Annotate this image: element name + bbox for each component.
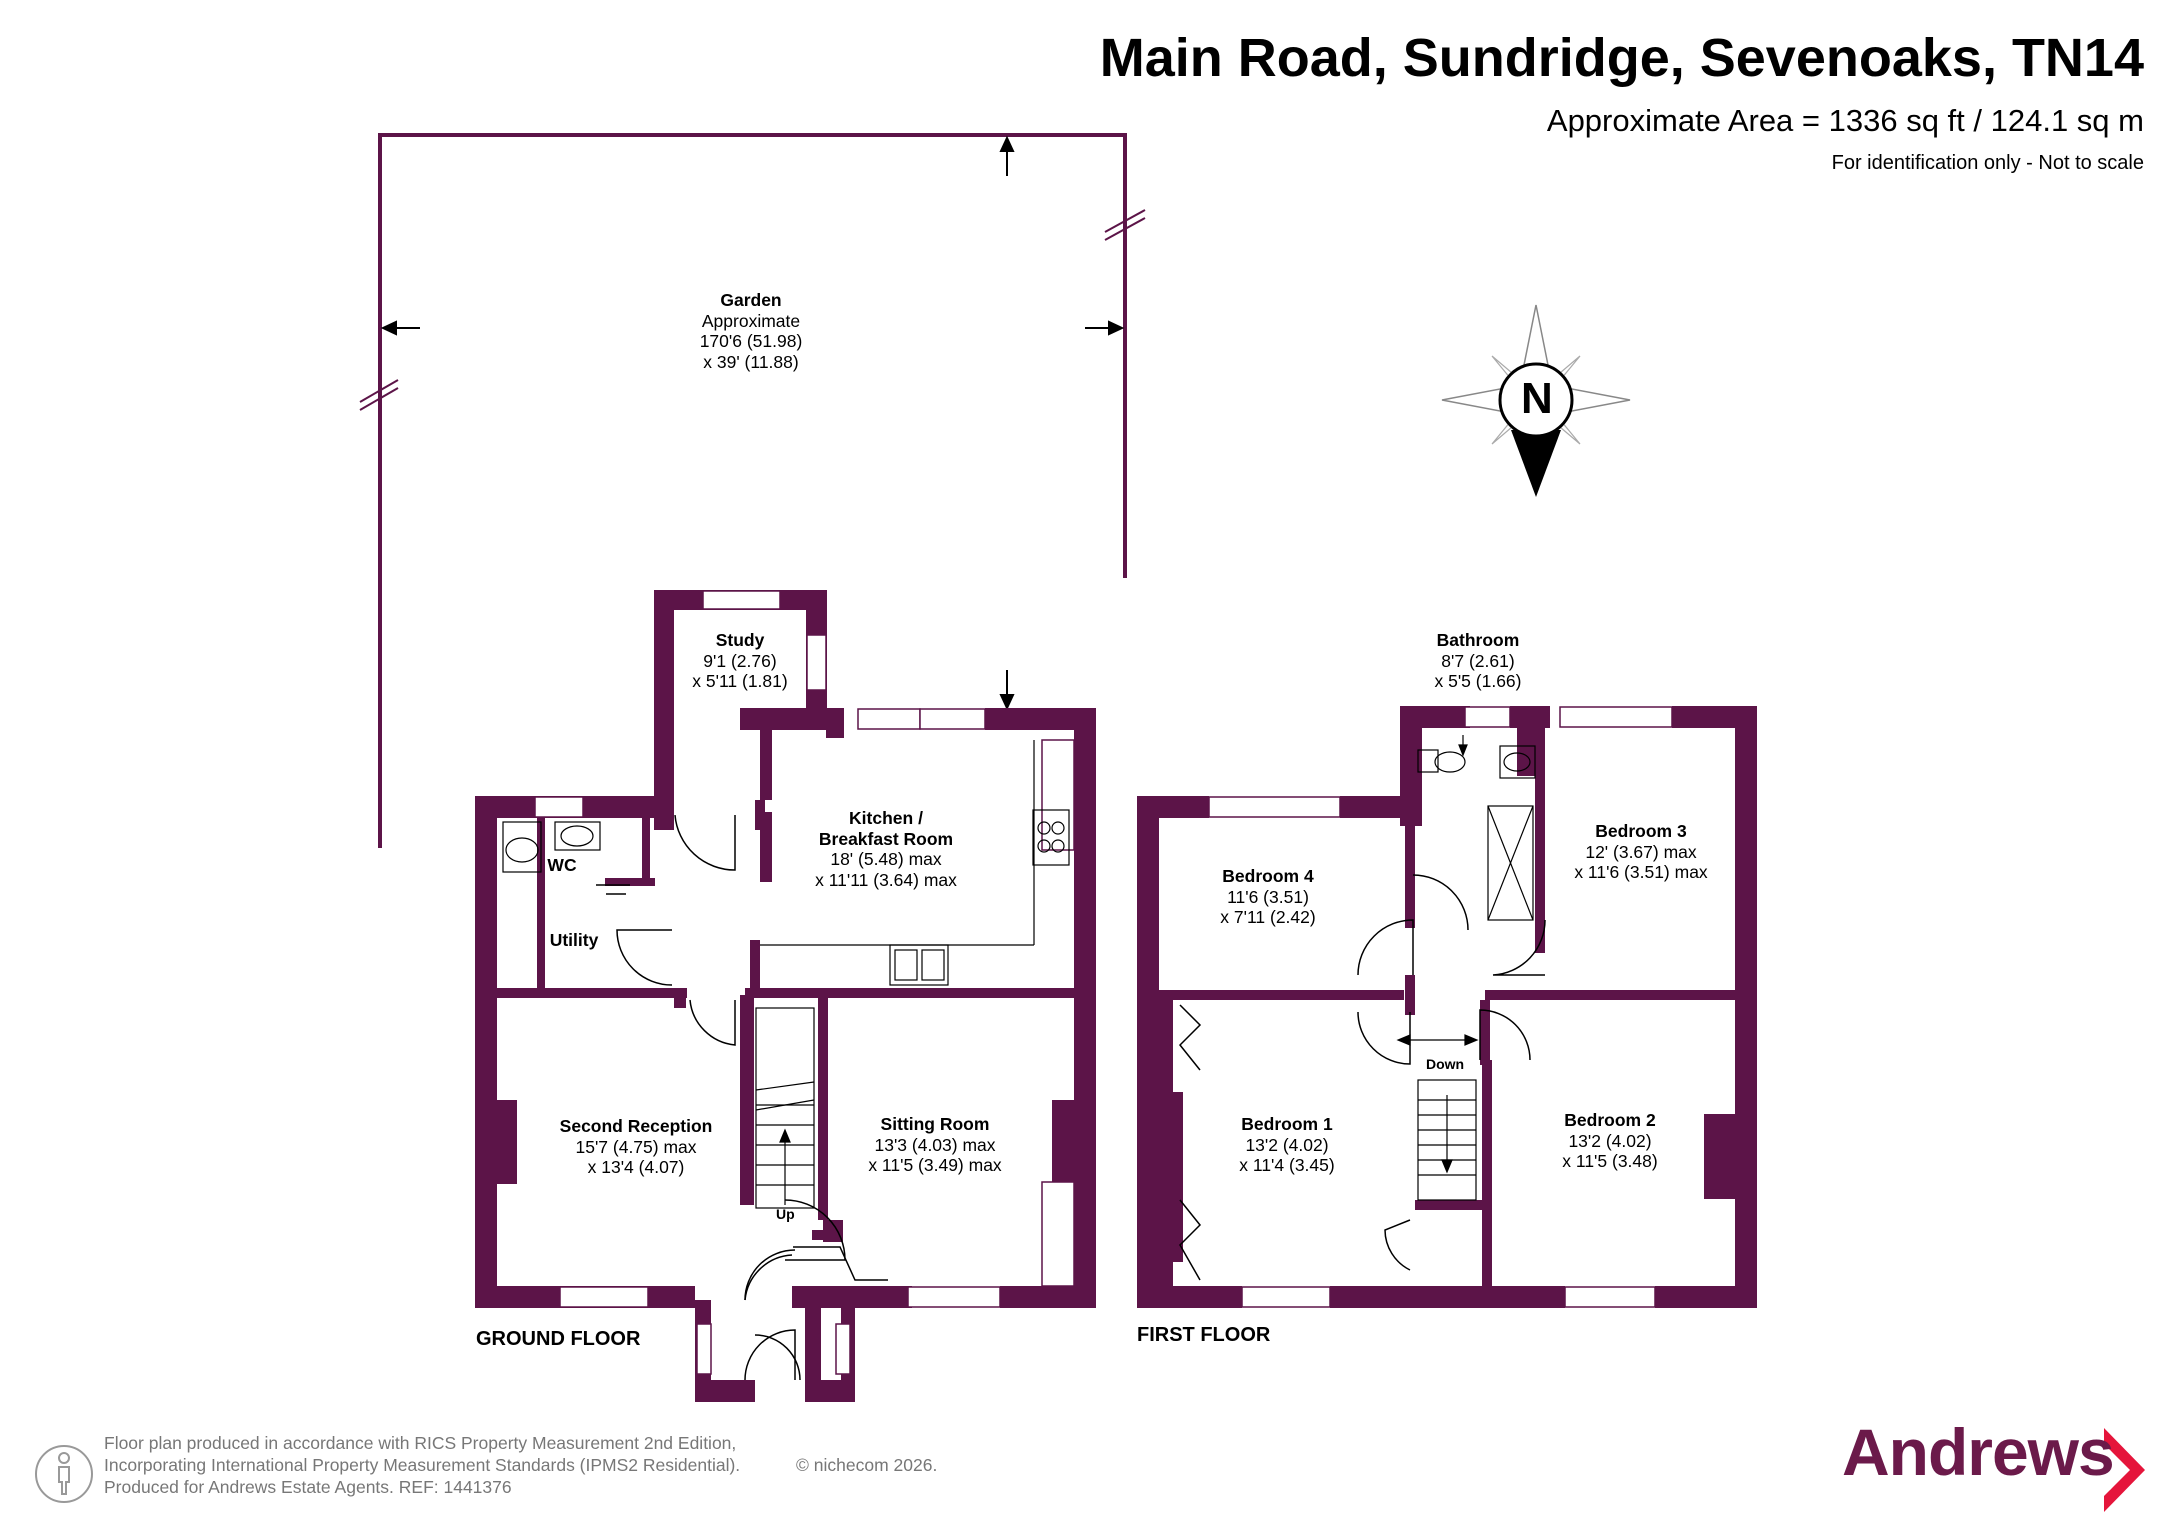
compass-rose — [1441, 304, 1631, 497]
room-dimension: x 5'5 (1.66) — [1434, 671, 1522, 692]
page-title: Main Road, Sundridge, Sevenoaks, TN14 — [1099, 28, 2144, 88]
garden-name: Garden — [720, 290, 782, 310]
disclaimer-note: For identification only - Not to scale — [1831, 152, 2144, 174]
first-floor-windows — [1208, 706, 1673, 1308]
room-name: Kitchen / — [849, 808, 923, 828]
room-dimension: 13'2 (4.02) — [1568, 1130, 1652, 1151]
room-bathroom: Bathroom 8'7 (2.61) x 5'5 (1.66) — [1435, 630, 1522, 692]
room-dimension: 12' (3.67) max — [1585, 841, 1697, 862]
garden-line2: 170'6 (51.98) — [699, 331, 803, 352]
room-bedroom-1: Bedroom 1 13'2 (4.02) x 11'4 (3.45) — [1239, 1114, 1334, 1176]
ground-floor-walls — [475, 590, 1096, 1402]
room-kitchen: Kitchen / Breakfast Room 18' (5.48) max … — [815, 808, 957, 891]
kitchen-fittings — [502, 740, 1070, 986]
approximate-area: Approximate Area = 1336 sq ft / 124.1 sq… — [1546, 103, 2144, 138]
room-dimension: 15'7 (4.75) max — [575, 1136, 697, 1157]
room-name: Utility — [549, 930, 599, 950]
room-dimension: 8'7 (2.61) — [1441, 650, 1515, 671]
room-dimension: x 13'4 (4.07) — [587, 1157, 685, 1178]
room-dimension: x 11'6 (3.51) max — [1574, 862, 1708, 883]
room-dimension: 13'3 (4.03) max — [874, 1134, 996, 1155]
first-floor-label: FIRST FLOOR — [1137, 1324, 1271, 1346]
footer-person-icon — [35, 1445, 93, 1503]
room-bedroom-3: Bedroom 3 12' (3.67) max x 11'6 (3.51) m… — [1574, 821, 1707, 883]
room-wc: WC — [547, 855, 576, 876]
first-floor-walls — [1137, 706, 1757, 1308]
room-dimension: 9'1 (2.76) — [703, 650, 777, 671]
ground-floor-stairs — [755, 1007, 815, 1209]
room-name: Second Reception — [559, 1116, 713, 1136]
footer-copyright: © nichecom 2026. — [796, 1455, 938, 1475]
room-dimension: x 7'11 (2.42) — [1220, 907, 1316, 928]
footer-line-2: Incorporating International Property Mea… — [104, 1455, 741, 1476]
room-bedroom-4: Bedroom 4 11'6 (3.51) x 7'11 (2.42) — [1220, 866, 1315, 928]
room-name: Study — [715, 630, 765, 650]
room-study: Study 9'1 (2.76) x 5'11 (1.81) — [692, 630, 787, 692]
garden-dimension-arrows — [380, 135, 1125, 711]
footer-notes: Floor plan produced in accordance with R… — [104, 1432, 937, 1499]
compass-north-label: N — [1521, 374, 1553, 423]
bathroom-fittings — [1417, 735, 1536, 921]
garden-label: Garden Approximate 170'6 (51.98) x 39' (… — [700, 290, 803, 373]
room-second-reception: Second Reception 15'7 (4.75) max x 13'4 … — [560, 1116, 713, 1178]
garden-line1: Approximate — [701, 310, 801, 331]
ground-floor-label: GROUND FLOOR — [476, 1328, 641, 1350]
room-dimension: x 11'4 (3.45) — [1239, 1155, 1335, 1176]
room-dimension: x 5'11 (1.81) — [692, 671, 788, 692]
room-dimension: 13'2 (4.02) — [1245, 1134, 1329, 1155]
room-name: Bedroom 3 — [1595, 821, 1687, 841]
room-dimension: x 11'5 (3.48) — [1562, 1151, 1658, 1172]
garden-line3: x 39' (11.88) — [703, 351, 799, 372]
footer-line-3: Produced for Andrews Estate Agents. REF:… — [104, 1477, 512, 1498]
room-name: Sitting Room — [880, 1114, 990, 1134]
first-floor-doors — [1178, 874, 1546, 1281]
room-utility: Utility — [550, 930, 599, 951]
room-name: Bedroom 1 — [1241, 1114, 1333, 1134]
room-name: Bedroom 4 — [1222, 866, 1314, 886]
first-floor-stairs — [1396, 1034, 1479, 1201]
room-sitting-room: Sitting Room 13'3 (4.03) max x 11'5 (3.4… — [868, 1114, 1001, 1176]
stairs-up-label: Up — [776, 1206, 795, 1222]
stairs-down-label: Down — [1426, 1056, 1465, 1072]
room-name: Bedroom 2 — [1564, 1110, 1656, 1130]
footer-line-1: Floor plan produced in accordance with R… — [104, 1433, 737, 1453]
garden-boundary — [359, 133, 1146, 848]
room-name: Bathroom — [1436, 630, 1520, 650]
ground-floor-doors — [596, 814, 888, 1381]
room-dimension: 18' (5.48) max — [830, 849, 942, 870]
room-name: Breakfast Room — [818, 828, 954, 849]
andrews-logo: Andrews — [1842, 1415, 2115, 1489]
room-dimension: x 11'11 (3.64) max — [815, 869, 957, 890]
room-dimension: x 11'5 (3.49) max — [868, 1155, 1002, 1176]
room-dimension: 11'6 (3.51) — [1227, 886, 1309, 907]
andrews-logo-mark — [2104, 1428, 2145, 1512]
room-name: WC — [547, 855, 577, 875]
room-bedroom-2: Bedroom 2 13'2 (4.02) x 11'5 (3.48) — [1562, 1110, 1657, 1172]
